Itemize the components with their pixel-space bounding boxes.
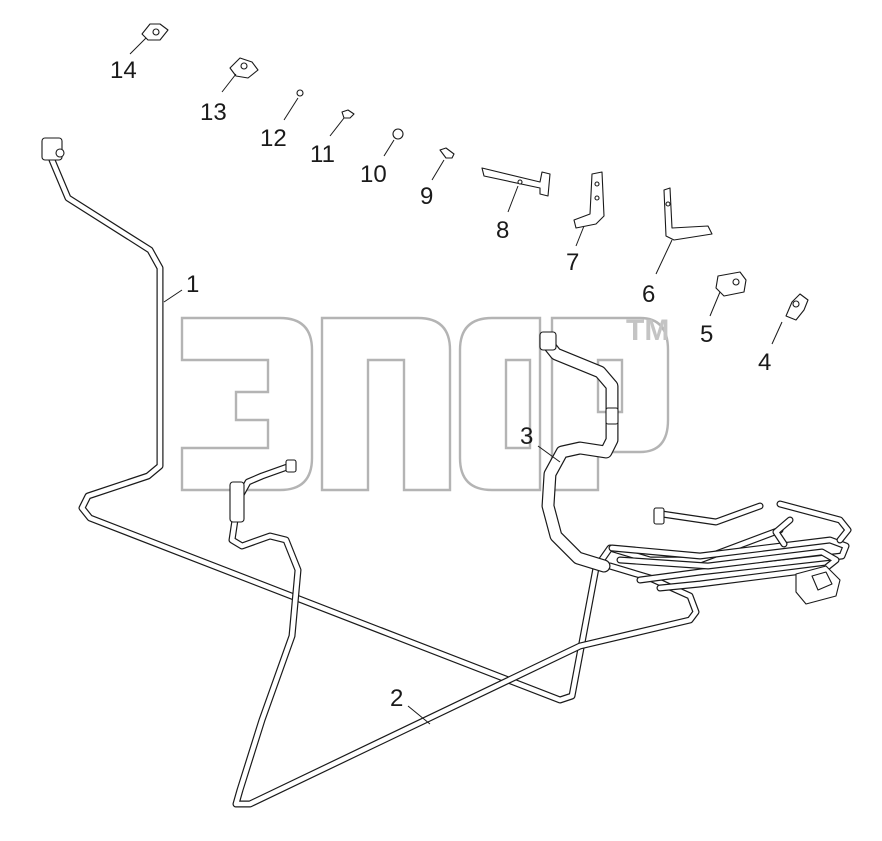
label-1: 1 xyxy=(186,271,199,298)
bracket-clip-icon xyxy=(715,271,747,297)
label-9: 9 xyxy=(420,183,433,210)
part-3-hose xyxy=(539,331,619,573)
label-14: 14 xyxy=(110,57,137,84)
part-8-bracket xyxy=(481,167,551,197)
part-5-bracket-clip xyxy=(715,271,747,297)
part-4-clamp xyxy=(785,293,809,321)
bracket-icon xyxy=(481,167,551,197)
label-13: 13 xyxy=(200,99,227,126)
nut-icon xyxy=(392,128,404,140)
label-6: 6 xyxy=(642,281,655,308)
label-11: 11 xyxy=(310,141,335,168)
label-2: 2 xyxy=(390,685,403,712)
part-6-bracket xyxy=(663,187,713,241)
part-14-clamp xyxy=(141,23,169,41)
watermark-logo: TM xyxy=(180,314,669,492)
watermark-trademark: TM xyxy=(626,314,669,347)
hose-end-fitting-icon xyxy=(539,331,557,351)
tube-clip-icon xyxy=(229,481,245,523)
bracket-icon xyxy=(573,171,605,229)
label-7: 7 xyxy=(566,249,579,276)
part-10-nut xyxy=(392,128,404,140)
label-12: 12 xyxy=(260,125,287,152)
bolt-icon xyxy=(439,147,455,159)
callout-labels: 1 2 3 4 5 6 7 8 9 10 11 12 13 14 xyxy=(110,57,771,712)
label-10: 10 xyxy=(360,161,387,188)
part-13-clamp xyxy=(229,57,259,79)
label-8: 8 xyxy=(496,217,509,244)
part-9-bolt xyxy=(439,147,455,159)
tube-bundle-assembly xyxy=(608,500,852,605)
label-5: 5 xyxy=(700,321,713,348)
bolt-icon xyxy=(341,109,355,119)
part-2-tube xyxy=(228,459,700,808)
label-4: 4 xyxy=(758,349,771,376)
part-1-tube xyxy=(41,137,784,704)
part-7-bracket xyxy=(573,171,605,229)
part-11-bolt xyxy=(341,109,355,119)
leader-lines xyxy=(129,37,783,725)
bracket-icon xyxy=(663,187,713,241)
washer-icon xyxy=(296,89,304,97)
part-12-washer xyxy=(296,89,304,97)
label-3: 3 xyxy=(520,423,533,450)
